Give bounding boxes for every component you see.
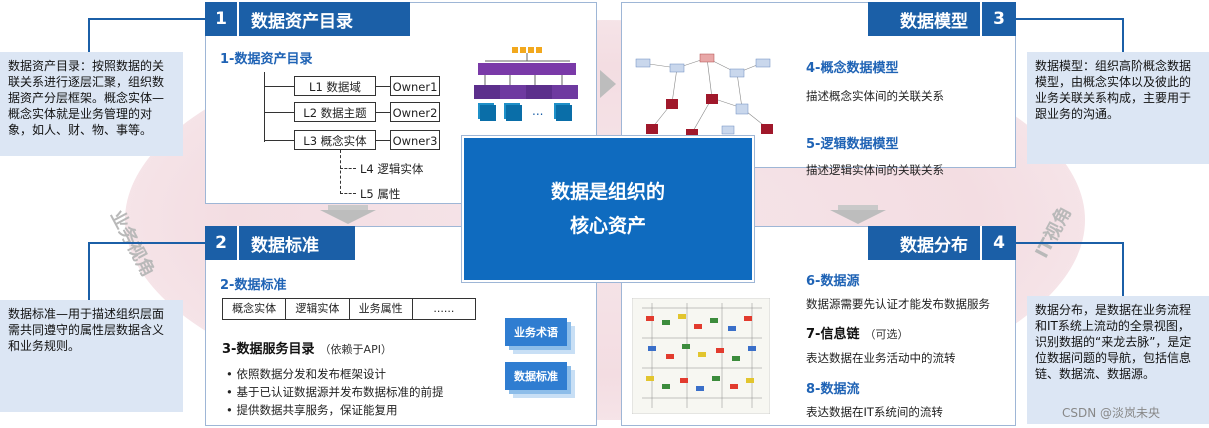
svg-text:...: ... [532,104,543,118]
panel3-header: 数据模型 3 [868,2,1016,36]
service-note: （依赖于API） [319,343,392,356]
model-item-head: 4-概念数据模型 [806,61,899,76]
note-data-standard: 数据标准—用于描述组织层面需共同遵守的属性层数据含义和业务规则。 [0,300,183,412]
level-l4: L4 逻辑实体 [360,162,424,176]
connector-bl-v [88,242,90,300]
service-bullet: • 基于已认证数据源并发布数据标准的前提 [226,385,444,399]
dist-item-head: 7-信息链 [806,327,860,342]
level-l2: L2 数据主题 [294,102,376,122]
level-l1: L1 数据域 [294,76,376,96]
panel2-title: 数据标准 [251,235,319,256]
tree-dash-v [340,150,341,194]
connector-tr-v [1122,18,1124,52]
tree-h1 [264,86,294,87]
panel1-number: 1 [205,2,239,36]
service-heading: 3-数据服务目录 （依赖于API） [222,338,392,357]
dist-item-head: 6-数据源 [806,274,860,289]
connector-bl-h [88,242,205,244]
connector-tl-h [88,18,205,20]
watermark: CSDN @淡岚未央 [1062,406,1161,420]
center-line-2: 核心资产 [569,215,646,237]
tag-business-terms: 业务术语 [505,318,567,346]
connector-tr-h [1016,18,1124,20]
standard-cell: 概念实体 [223,299,287,319]
arrow-down-left-body [328,205,368,211]
connector-br-h [1016,242,1124,244]
level-l3: L3 概念实体 [294,130,376,150]
panel2-header: 2 数据标准 [205,226,355,260]
model-item-desc: 描述概念实体间的关联关系 [806,89,944,103]
tree-h2 [264,112,294,113]
panel4-header: 数据分布 4 [868,226,1016,260]
dist-item-note: （可选） [864,328,909,341]
dist-item-desc: 表达数据在IT系统间的流转 [806,405,943,419]
panel1-title: 数据资产目录 [251,11,353,32]
center-line-1: 数据是组织的 [550,181,665,203]
arrow-right [600,70,616,98]
panel3-number: 3 [980,2,1016,36]
owner-3: Owner3 [390,130,440,150]
model-item-desc: 描述逻辑实体间的关联关系 [806,163,944,177]
bullet-text: 提供数据共享服务，保证能复用 [236,403,398,417]
owner-2: Owner2 [390,102,440,122]
note-asset-catalog: 数据资产目录：按照数据的关联关系进行逐层汇聚，组织数据资产分层框架。概念实体—概… [0,52,183,156]
tree-dash-h2 [340,193,356,194]
panel1-subtitle: 1-数据资产目录 [220,52,313,67]
tree-h3 [264,140,294,141]
panel2-number: 2 [205,226,239,260]
panel4-number: 4 [980,226,1016,260]
service-title: 3-数据服务目录 [222,342,315,357]
standard-cell: 业务属性 [350,299,413,319]
owner-link-1 [376,86,390,87]
connector-br-v [1122,242,1124,296]
tag-data-standard: 数据标准 [505,362,567,390]
concept-model-illustration [635,53,773,139]
service-bullet: • 依照数据分发和发布框架设计 [226,367,386,381]
standard-table: 概念实体 逻辑实体 业务属性 ...... [222,298,476,320]
tree-vline [264,72,265,142]
arrow-down-right-body [838,205,878,211]
standard-cell: 逻辑实体 [286,299,350,319]
connector-tl-v [88,18,90,52]
panel4-title: 数据分布 [900,235,968,256]
panel3-title: 数据模型 [900,11,968,32]
owner-1: Owner1 [390,76,440,96]
bullet-text: 基于已认证数据源并发布数据标准的前提 [236,385,444,399]
owner-link-3 [376,140,390,141]
arrow-down-right [830,210,886,224]
service-bullet: • 提供数据共享服务，保证能复用 [226,403,398,417]
bullet-text: 依照数据分发和发布框架设计 [236,367,386,381]
note-data-distribution: 数据分布，是数据在业务流程和IT系统上流动的全景视图，识别数据的“来龙去脉”，是… [1027,296,1209,424]
model-item-head: 5-逻辑数据模型 [806,137,899,152]
tree-dash-h1 [340,168,356,169]
center-box: 数据是组织的 核心资产 [462,136,754,282]
note-data-model: 数据模型：组织高阶概念数据模型，由概念实体以及彼此的业务关联关系构成，主要用于跟… [1027,52,1209,164]
arrow-down-left [320,210,376,224]
panel1-header: 1 数据资产目录 [205,2,410,36]
data-flow-illustration [632,298,770,414]
dist-item-head: 8-数据流 [806,382,860,397]
dist-item-heading: 7-信息链 （可选） [806,323,909,342]
panel2-subtitle: 2-数据标准 [220,278,287,293]
standard-cell: ...... [433,302,455,315]
dist-item-desc: 表达数据在业务活动中的流转 [806,351,956,365]
dist-item-desc: 数据源需要先认证才能发布数据服务 [806,297,990,311]
level-l5: L5 属性 [360,187,401,201]
owner-link-2 [376,112,390,113]
data-cube-illustration: ... [474,47,578,121]
